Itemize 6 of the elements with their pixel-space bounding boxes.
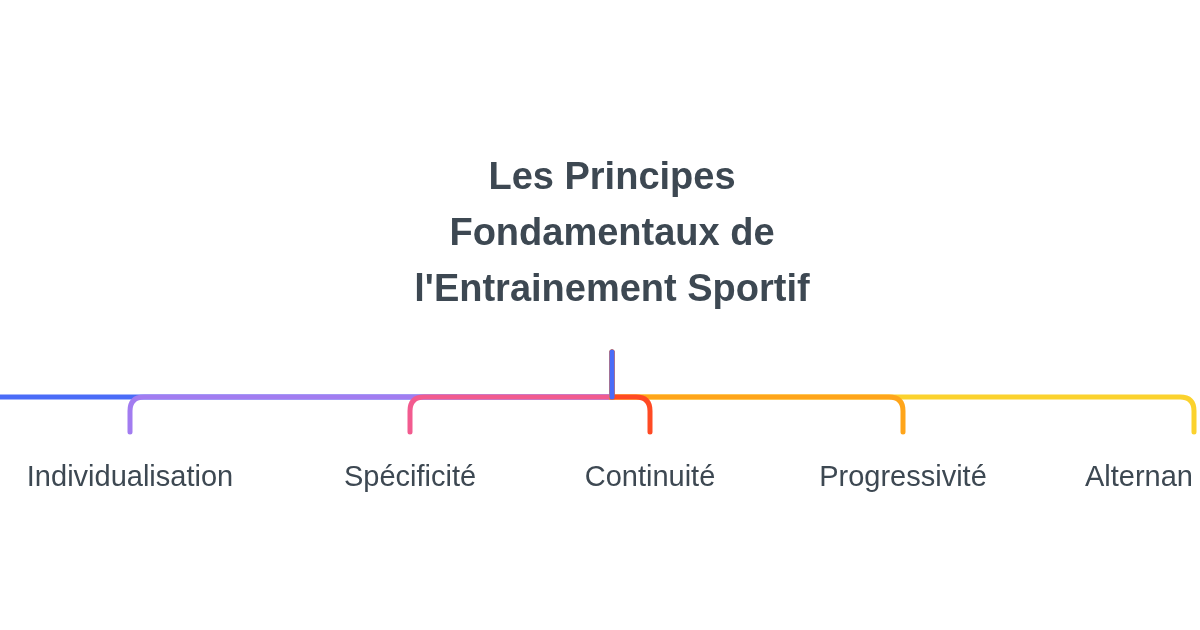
branch-topic: Progressivité <box>819 459 987 494</box>
branch-topic: Spécificité <box>343 459 477 494</box>
branch-topic: Continuité <box>584 459 716 494</box>
central-topic: Les Principes Fondamentaux de l'Entrainement Sportif <box>413 154 811 311</box>
branch-topic: Alternan <box>1085 459 1193 494</box>
branch-topic: Individualisation <box>26 459 234 494</box>
